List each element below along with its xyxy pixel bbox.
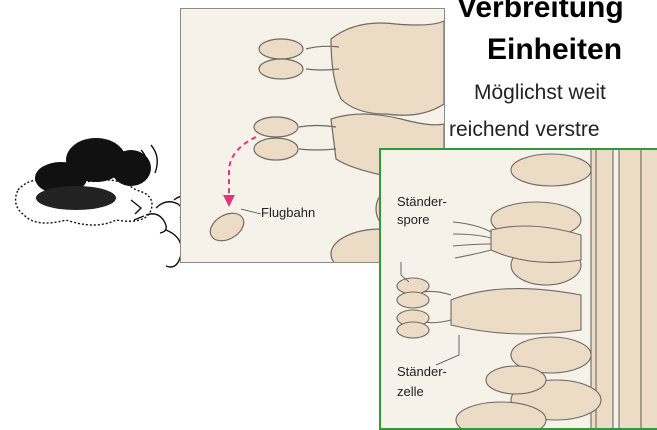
diagram-panel-inset: Ständer- spore Ständer- zelle (379, 148, 657, 430)
body-line2: reichend verstre (449, 119, 600, 140)
basidium-label-1: Ständer- (397, 364, 447, 379)
basidium-label-2: zelle (397, 384, 424, 399)
heading-line2: Einheiten (487, 35, 622, 65)
basidiospore-label-1: Ständer- (397, 194, 447, 209)
heading-line1: Verbreitung (457, 0, 624, 23)
body-line1: Möglichst weit (474, 82, 606, 103)
basidiospore-label-2: spore (397, 212, 430, 227)
flight-path-label: Flugbahn (261, 205, 315, 220)
